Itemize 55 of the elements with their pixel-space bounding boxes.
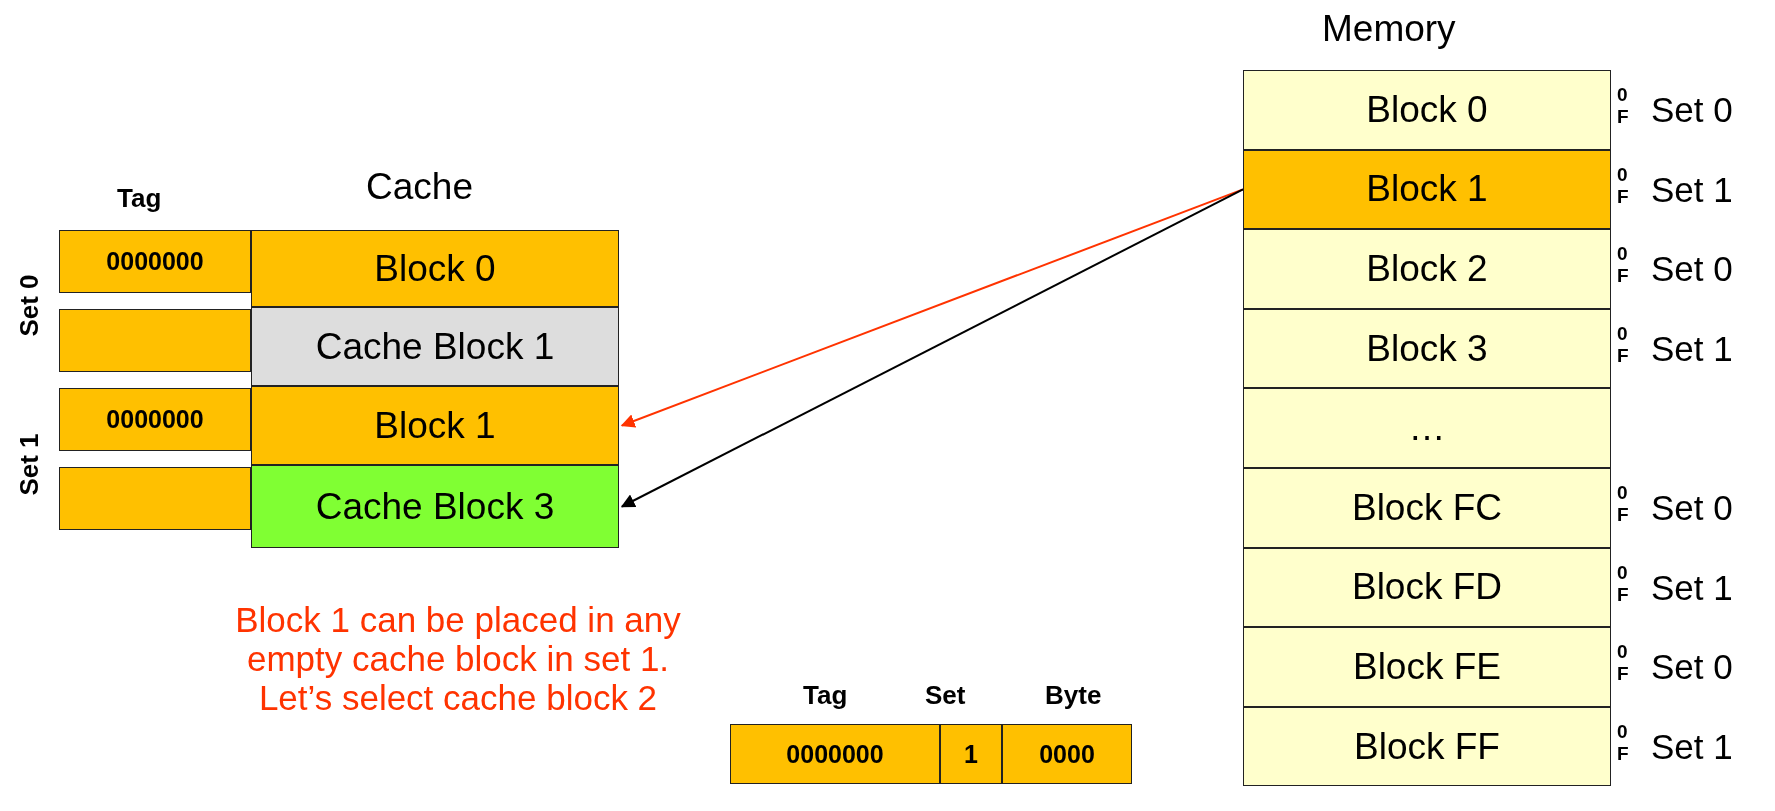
memory-block: Block 1 (1243, 149, 1611, 230)
address-field: 0000 (1002, 724, 1132, 784)
set-label: F (1617, 106, 1629, 128)
set-label: F (1617, 742, 1629, 765)
arrow (620, 188, 1244, 508)
set-label: Set 0 (1651, 647, 1733, 688)
memory-block: Block FE (1243, 627, 1611, 707)
set-label: F (1617, 344, 1629, 367)
cache-block: Cache Block 3 (251, 465, 619, 548)
set-label: 0 (1617, 243, 1628, 266)
set-label: 0 (1617, 482, 1628, 504)
cache-block: Block 0 (251, 230, 619, 307)
memory-block: Block FF (1243, 706, 1611, 787)
memory-block: Block 3 (1243, 308, 1611, 389)
column-header: Tag (117, 183, 162, 214)
set-label: Set 0 (1651, 488, 1733, 528)
set-label: Set 1 (1651, 567, 1733, 608)
set-label: 0 (1617, 84, 1628, 106)
set-label: F (1617, 265, 1629, 288)
set-label: Set 1 (1651, 328, 1733, 369)
set-label: 0 (1617, 720, 1628, 743)
cache-block: Block 1 (251, 386, 619, 465)
set-label: Set 1 (1651, 169, 1733, 210)
set-label: 0 (1617, 641, 1628, 664)
heading: Cache (366, 166, 473, 208)
column-header: Tag (803, 680, 848, 711)
column-header: Set (925, 680, 966, 711)
set-label: Set 1 (13, 433, 45, 496)
memory-block: … (1243, 388, 1611, 468)
arrow (620, 188, 1244, 428)
empty-tag-cell (59, 467, 251, 530)
set-label: Set 1 (1651, 726, 1733, 767)
column-header: Byte (1045, 680, 1102, 711)
set-label: Set 0 (1651, 249, 1733, 290)
address-field: 0000000 (730, 724, 940, 784)
set-label: 0 (1617, 322, 1628, 345)
set-label: Set 0 (13, 274, 45, 337)
empty-tag-cell (59, 309, 251, 372)
set-label: 0 (1617, 163, 1628, 186)
memory-block: Block 2 (1243, 229, 1611, 309)
heading: Memory (1322, 8, 1456, 50)
tag-cell: 0000000 (59, 230, 251, 293)
set-label: Set 0 (1651, 90, 1733, 130)
note: Block 1 can be placed in any empty cache block in set 1. Let’s select cache block 2 (234, 600, 682, 718)
set-label: F (1617, 663, 1629, 686)
set-label: 0 (1617, 561, 1628, 584)
set-label: F (1617, 185, 1629, 208)
cache-block: Cache Block 1 (251, 307, 619, 386)
memory-block: Block FD (1243, 547, 1611, 628)
set-label: F (1617, 583, 1629, 606)
memory-block: Block 0 (1243, 70, 1611, 150)
tag-cell: 0000000 (59, 388, 251, 451)
memory-block: Block FC (1243, 468, 1611, 548)
address-field: 1 (940, 724, 1002, 784)
set-label: F (1617, 504, 1629, 526)
